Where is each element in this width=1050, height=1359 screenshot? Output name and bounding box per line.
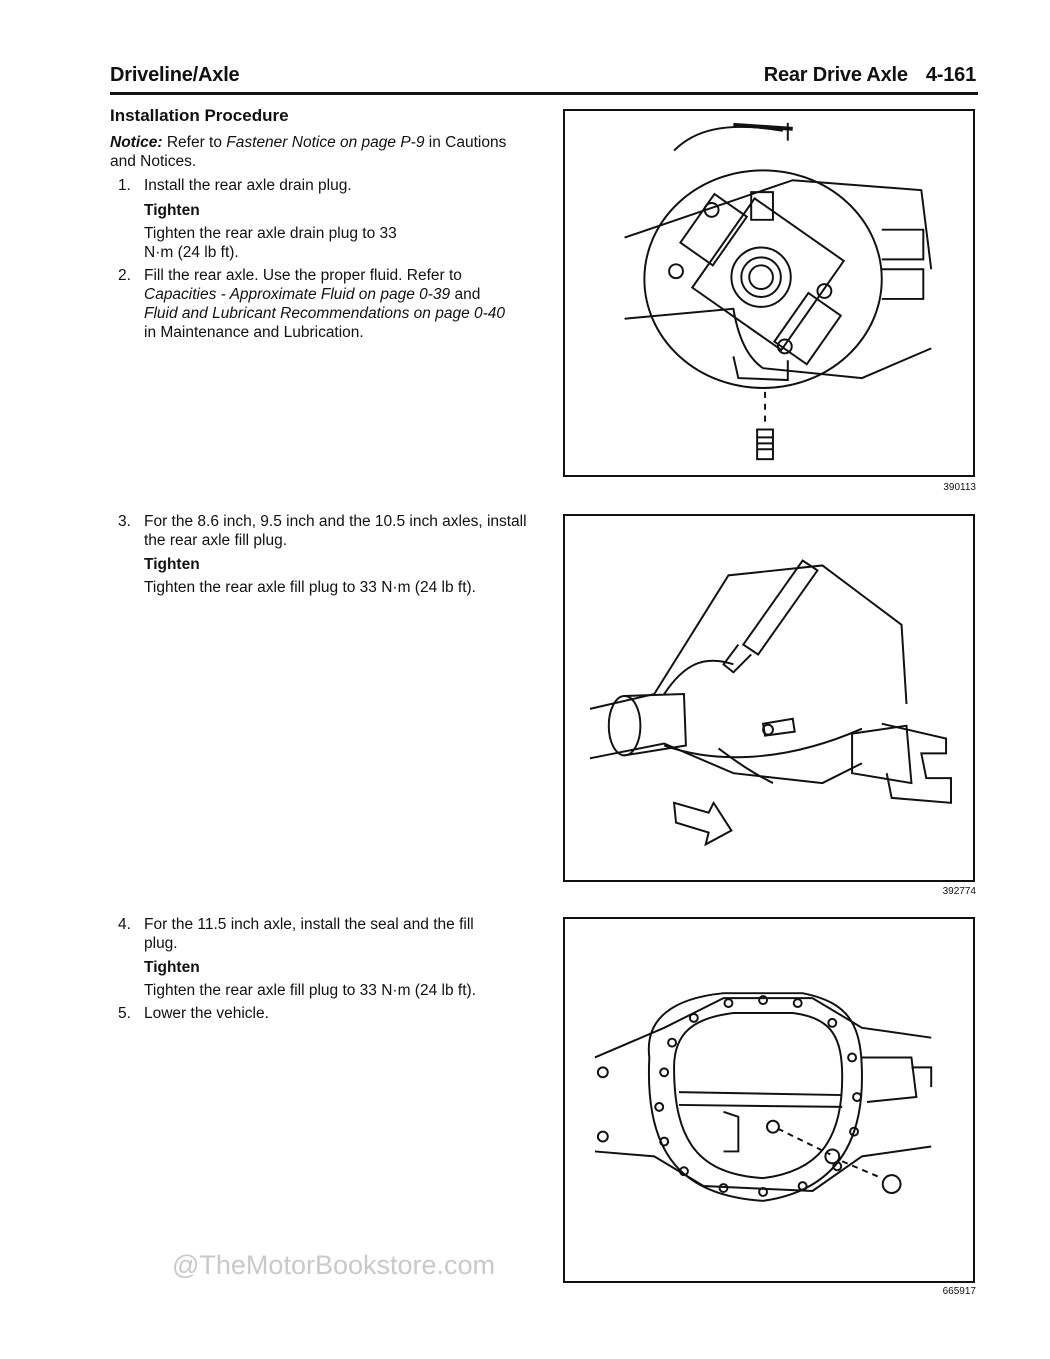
section-title: Installation Procedure xyxy=(110,106,289,125)
chapter-title: Driveline/Axle xyxy=(110,64,240,86)
step-text-part: in Maintenance and Lubrication. xyxy=(144,324,364,341)
step-text: For the 8.6 inch, 9.5 inch and the 10.5 … xyxy=(144,513,527,549)
figure-number: 665917 xyxy=(942,1286,976,1297)
fill-plug-illustration xyxy=(589,559,952,847)
figure-seal-fill-plug xyxy=(563,917,975,1283)
step-3: 3. For the 8.6 inch, 9.5 inch and the 10… xyxy=(118,512,528,549)
step-2: 2. Fill the rear axle. Use the proper fl… xyxy=(118,266,528,341)
step-text-part: and xyxy=(454,286,481,303)
figure-fill-plug xyxy=(563,514,975,882)
step-text-part: Fill the rear axle. Use the proper fluid… xyxy=(144,267,462,284)
capacities-reference-link[interactable]: Capacities - Approximate Fluid on page 0… xyxy=(144,286,451,303)
tighten-text: Tighten the rear axle fill plug to 33 N·… xyxy=(144,982,476,999)
step-number: 3. xyxy=(118,513,131,530)
step-text: Lower the vehicle. xyxy=(144,1005,269,1022)
notice-paragraph: Notice: Refer to Fastener Notice on page… xyxy=(110,133,530,171)
tighten-text: Tighten the rear axle fill plug to 33 N·… xyxy=(144,579,476,596)
watermark: @TheMotorBookstore.com xyxy=(172,1250,496,1280)
tighten-label: Tighten xyxy=(144,202,200,219)
step-text: Install the rear axle drain plug. xyxy=(144,177,352,194)
figure-number: 390113 xyxy=(943,482,976,493)
step-text: For the 11.5 inch axle, install the seal… xyxy=(144,916,474,952)
seal-fill-plug-illustration xyxy=(594,992,933,1202)
step-1: 1. Install the rear axle drain plug. xyxy=(118,176,528,195)
notice-reference-link[interactable]: Fastener Notice on page P-9 xyxy=(226,134,425,151)
drain-plug-illustration xyxy=(624,122,933,461)
step-4: 4. For the 11.5 inch axle, install the s… xyxy=(118,915,528,952)
notice-text-end: in Cautions and Notices. xyxy=(110,134,507,170)
step-number: 5. xyxy=(118,1005,131,1022)
notice-text: Refer to xyxy=(162,134,227,151)
section-heading: Rear Drive Axle 4-161 xyxy=(764,64,976,87)
tighten-label: Tighten xyxy=(144,556,200,573)
figure-number: 392774 xyxy=(942,886,976,897)
tighten-text: Tighten the rear axle drain plug to 33 N… xyxy=(144,225,397,261)
notice-label: Notice: xyxy=(110,134,163,151)
figure-drain-plug xyxy=(563,109,975,477)
header-rule xyxy=(110,92,978,95)
step-number: 4. xyxy=(118,916,131,933)
page-number: 4-161 xyxy=(925,64,976,86)
step-number: 2. xyxy=(118,267,131,284)
step-5: 5. Lower the vehicle. xyxy=(118,1004,528,1023)
fluid-reference-link[interactable]: Fluid and Lubricant Recommendations on p… xyxy=(144,305,506,322)
step-number: 1. xyxy=(118,177,131,194)
section-name: Rear Drive Axle xyxy=(763,64,908,86)
step-text: Fill the rear axle. Use the proper fluid… xyxy=(144,266,509,342)
tighten-label: Tighten xyxy=(144,959,200,976)
